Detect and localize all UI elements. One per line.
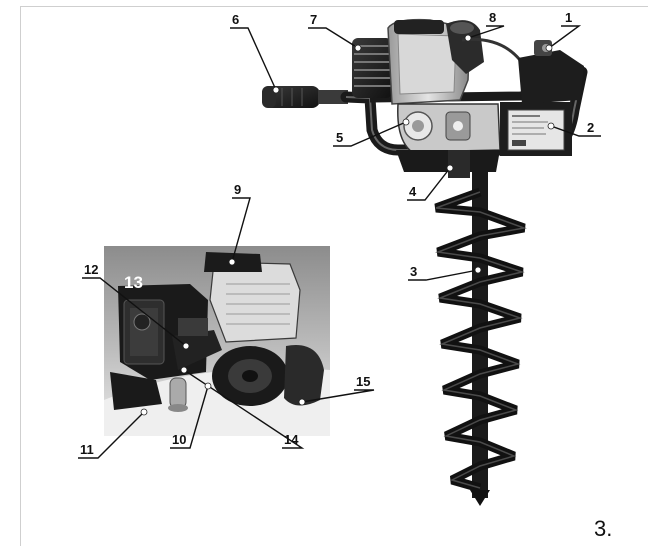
auger-main-illustration [262,18,588,506]
figure-frame [20,6,648,546]
callout-10: 10 [172,432,186,447]
callout-1: 1 [565,10,572,25]
gearbox-housing [397,103,501,153]
callout-6: 6 [232,12,239,27]
callout-7: 7 [310,12,317,27]
callout-11: 11 [80,442,94,457]
callout-lines [78,25,601,459]
drive-mount-plate [396,150,500,178]
callout-9: 9 [234,182,241,197]
callout-14: 14 [284,432,299,447]
callout-3: 3 [410,264,417,279]
callout-12: 12 [84,262,98,277]
callout-8: 8 [489,10,496,25]
fuel-tank [446,20,522,74]
callout-5: 5 [336,130,343,145]
figure-number: 3. [594,516,613,541]
engine-housing [387,18,470,105]
auger-drill-bit [434,168,527,506]
callout-2: 2 [587,120,594,135]
callout-4: 4 [409,184,417,199]
callout-15: 15 [356,374,370,389]
engine-detail-inset [104,246,330,436]
callout-dots [140,34,555,416]
callout-labels: 1 2 3 4 5 6 7 8 9 10 11 12 13 14 15 [80,10,594,457]
callout-13: 13 [124,273,143,292]
